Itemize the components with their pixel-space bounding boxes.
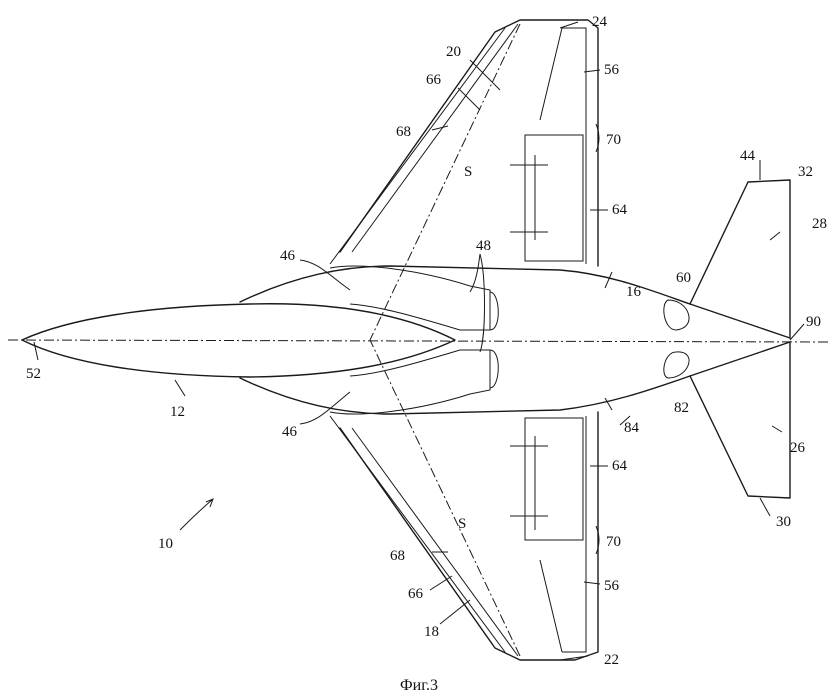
wing-upper-mounts [510,155,548,240]
engine-lower [329,349,499,415]
wing-upper-dashline [369,23,521,341]
fuselage-nose [21,303,456,378]
wing-lower-flap [539,416,587,653]
label-12: 12 [170,404,185,420]
label-52: 52 [26,366,41,382]
figure-caption: Фиг.3 [400,677,438,694]
tail-lower [689,341,791,499]
exhaust-upper [663,299,690,331]
label-32: 32 [798,164,813,180]
bracket-70-lower [595,525,600,555]
wing-lower-dashline [369,339,521,657]
wing-lower-pod [524,417,584,541]
label-56-lower: 56 [604,578,620,594]
label-66-upper: 66 [426,72,442,88]
label-84: 84 [624,420,640,436]
label-68-upper: 68 [396,124,411,140]
bracket-70-upper [595,123,600,153]
wing-upper [339,19,599,267]
label-24: 24 [592,14,608,30]
label-28: 28 [812,216,827,232]
centerline [7,339,829,343]
arrow-10 [179,498,214,531]
label-s-upper: S [464,164,472,180]
label-56-upper: 56 [604,62,620,78]
label-16: 16 [626,284,642,300]
label-22: 22 [604,652,619,668]
fuselage-body [239,265,691,415]
label-82: 82 [674,400,689,416]
label-60: 60 [676,270,691,286]
wing-lower-mounts [510,436,548,530]
wing-upper-pod [524,134,584,262]
label-10: 10 [158,536,173,552]
label-26: 26 [790,440,806,456]
label-20: 20 [446,44,461,60]
reference-numerals: 10 12 16 18 20 22 24 26 28 30 32 44 46 4… [26,14,827,668]
label-66-lower: 66 [408,586,424,602]
label-30: 30 [776,514,791,530]
label-s-lower: S [458,516,466,532]
label-48: 48 [476,238,491,254]
wing-upper-leading [329,23,519,265]
label-44: 44 [740,148,756,164]
aft-fairing [689,303,791,377]
label-46-upper: 46 [280,248,296,264]
label-90: 90 [806,314,821,330]
label-64-upper: 64 [612,202,628,218]
wing-lower-leading [329,415,519,657]
label-70-lower: 70 [606,534,621,550]
label-18: 18 [424,624,439,640]
wing-lower [339,411,599,661]
leader-lines [33,21,805,661]
label-70-upper: 70 [606,132,621,148]
wing-upper-flap [539,27,587,264]
exhaust-lower [663,351,690,379]
label-64-lower: 64 [612,458,628,474]
engine-upper [329,265,499,331]
tail-upper [689,179,791,339]
label-68-lower: 68 [390,548,405,564]
label-46-lower: 46 [282,424,298,440]
